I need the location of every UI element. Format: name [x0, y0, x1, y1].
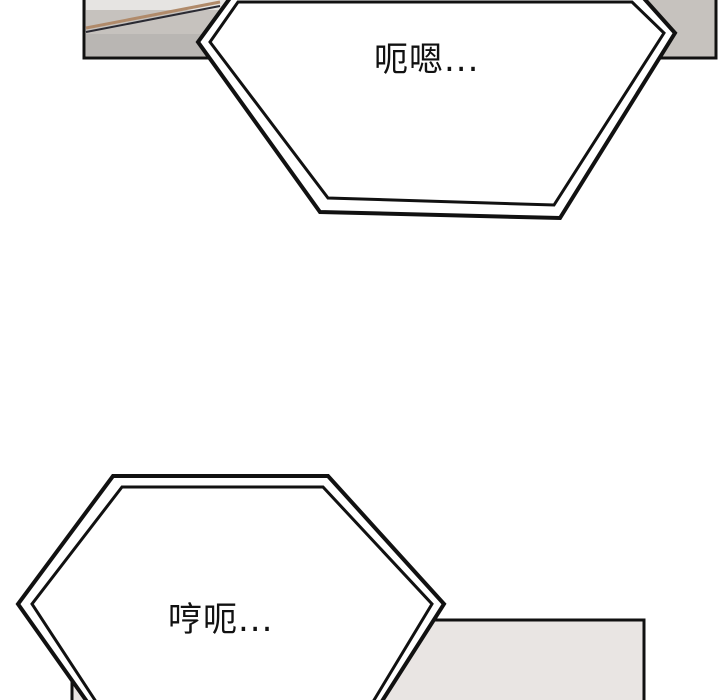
- speech-bubble-bottom: [15, 474, 447, 700]
- bubble-text-top: 呃嗯...: [374, 40, 480, 80]
- bubble-text-bottom: 哼呃...: [168, 600, 274, 640]
- speech-bubble-top: [195, 0, 678, 221]
